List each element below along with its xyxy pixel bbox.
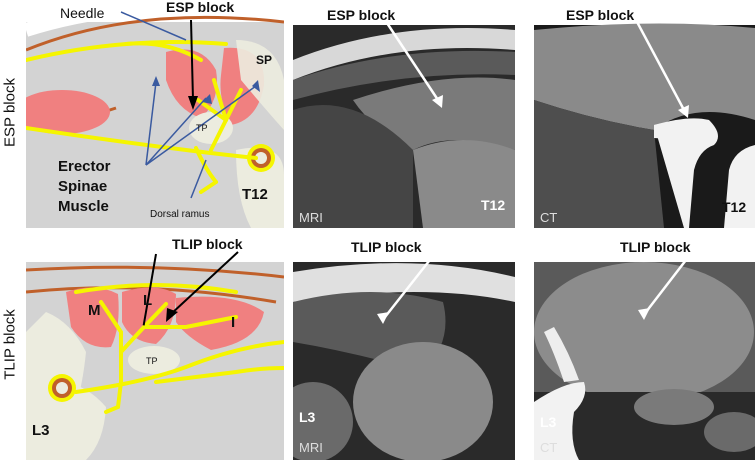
esp-ct-panel: ESP block CT T12 — [534, 0, 755, 228]
tlip-block-label: TLIP block — [172, 236, 243, 252]
mri-t12-label: T12 — [481, 197, 505, 213]
mri-l3-label: L3 — [299, 409, 316, 425]
tlip-mri-modality-label: MRI — [299, 440, 323, 455]
tlip-ct-block-label: TLIP block — [620, 239, 691, 255]
tp-label: TP — [196, 123, 208, 133]
row-label-esp: ESP block — [1, 78, 19, 147]
esp-diagram: Needle ESP block SP TP Erector Spinae Mu… — [26, 0, 284, 228]
m-label: M — [88, 302, 101, 319]
t12-label: T12 — [242, 186, 268, 203]
spinae-label: Spinae — [58, 178, 107, 195]
needle-label: Needle — [60, 5, 105, 21]
mri-modality-label: MRI — [299, 210, 323, 225]
tlip-diagram: TLIP block M L I TP L3 — [26, 232, 284, 460]
tlip-ct-modality-label: CT — [540, 440, 557, 455]
esp-ct-block-label: ESP block — [566, 7, 634, 23]
tlip-mri-panel: TLIP block L3 MRI — [293, 232, 515, 460]
sp-label: SP — [256, 53, 272, 67]
tlip-tp-label: TP — [146, 356, 158, 366]
row-label-tlip: TLIP block — [1, 309, 19, 380]
i-label: I — [231, 314, 235, 331]
esp-mri-panel: ESP block MRI T12 — [293, 0, 515, 228]
muscle-label: Muscle — [58, 198, 109, 215]
dorsal-ramus-label: Dorsal ramus — [150, 209, 209, 220]
ct-modality-label: CT — [540, 210, 557, 225]
esp-mri-block-label: ESP block — [327, 7, 395, 23]
erector-label: Erector — [58, 158, 111, 175]
ct-l3-label: L3 — [540, 414, 557, 430]
esp-block-label: ESP block — [166, 0, 234, 15]
l-label: L — [143, 292, 152, 309]
ct-t12-label: T12 — [722, 199, 746, 215]
l3-label: L3 — [32, 422, 50, 439]
tlip-mri-block-label: TLIP block — [351, 239, 422, 255]
tlip-ct-panel: TLIP block L3 CT — [534, 232, 755, 460]
